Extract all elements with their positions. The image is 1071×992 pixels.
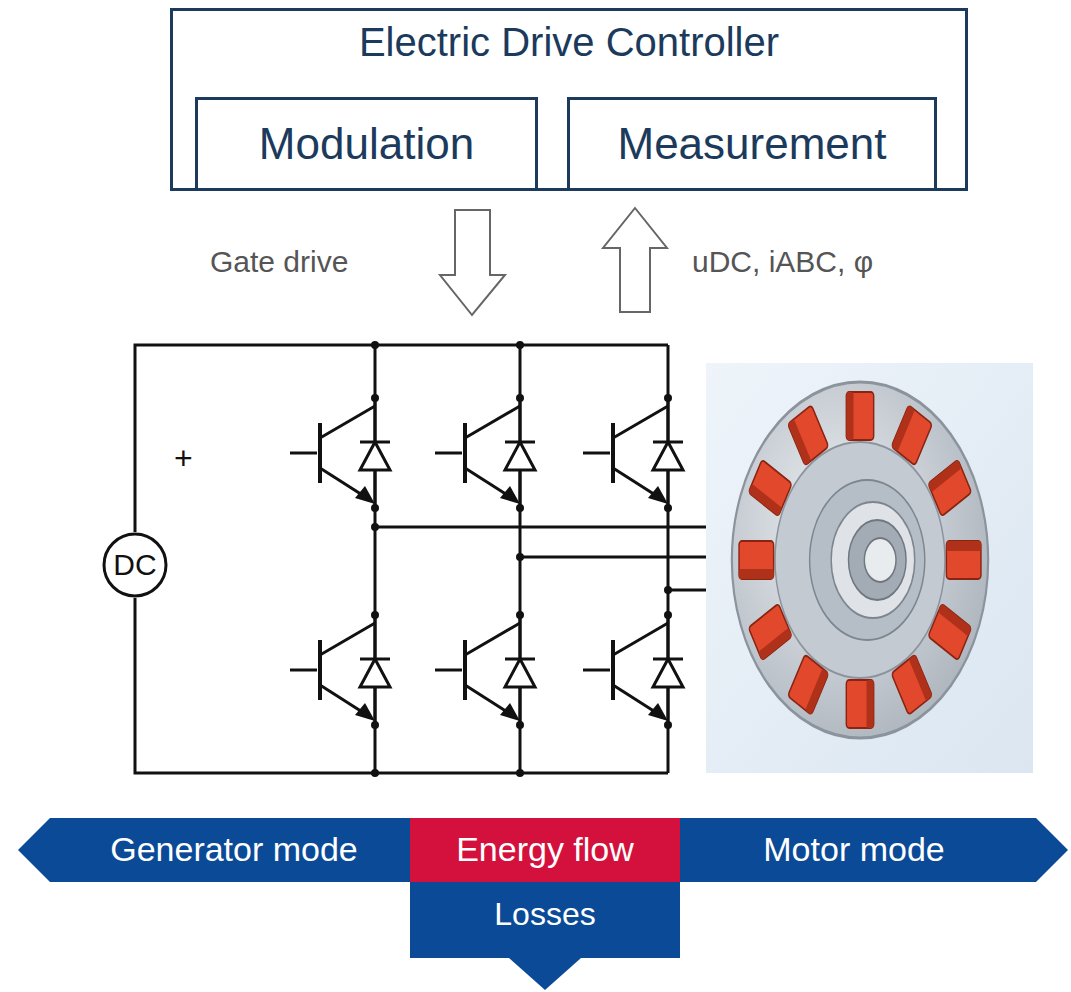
signal-label: Gate drive	[210, 245, 348, 280]
node-text: Losses	[494, 896, 595, 933]
motor-illustration	[706, 363, 1033, 773]
generator-mode-band-outline	[18, 818, 410, 882]
energy-flow-box: Energy flow	[410, 818, 680, 882]
generator-mode-band: Generator mode	[18, 818, 410, 882]
node-text: Generator mode	[110, 830, 358, 869]
inverter-wiring	[135, 345, 735, 773]
measurement-arrow	[603, 208, 667, 312]
dc-source: DC	[102, 532, 168, 598]
controller-box: Electric Drive ControllerModulation Measu…	[170, 8, 968, 191]
igbt-switches	[290, 394, 683, 729]
motor-mode-band-outline	[680, 818, 1068, 882]
modulation-box: Modulation	[195, 97, 538, 188]
motor-mode-band: Motor mode	[680, 818, 1068, 882]
signal-label: uDC, iABC, φ	[692, 245, 873, 280]
measurement-box: Measurement	[567, 97, 937, 188]
node-text: Energy flow	[456, 830, 634, 869]
losses-box-outline	[410, 882, 680, 990]
energy-flow-box-outline	[410, 818, 680, 882]
node-text: Modulation	[259, 119, 474, 170]
polarity-mark: +	[174, 440, 193, 477]
node-text: Measurement	[617, 119, 886, 170]
junction-dots	[371, 341, 672, 777]
dc-source-outline	[104, 534, 166, 596]
node-text: Electric Drive Controller	[359, 19, 779, 65]
node-text: DC	[113, 548, 156, 583]
node-text: Motor mode	[763, 830, 944, 869]
losses-box: Losses	[410, 882, 680, 990]
gate-drive-arrow	[440, 210, 505, 315]
